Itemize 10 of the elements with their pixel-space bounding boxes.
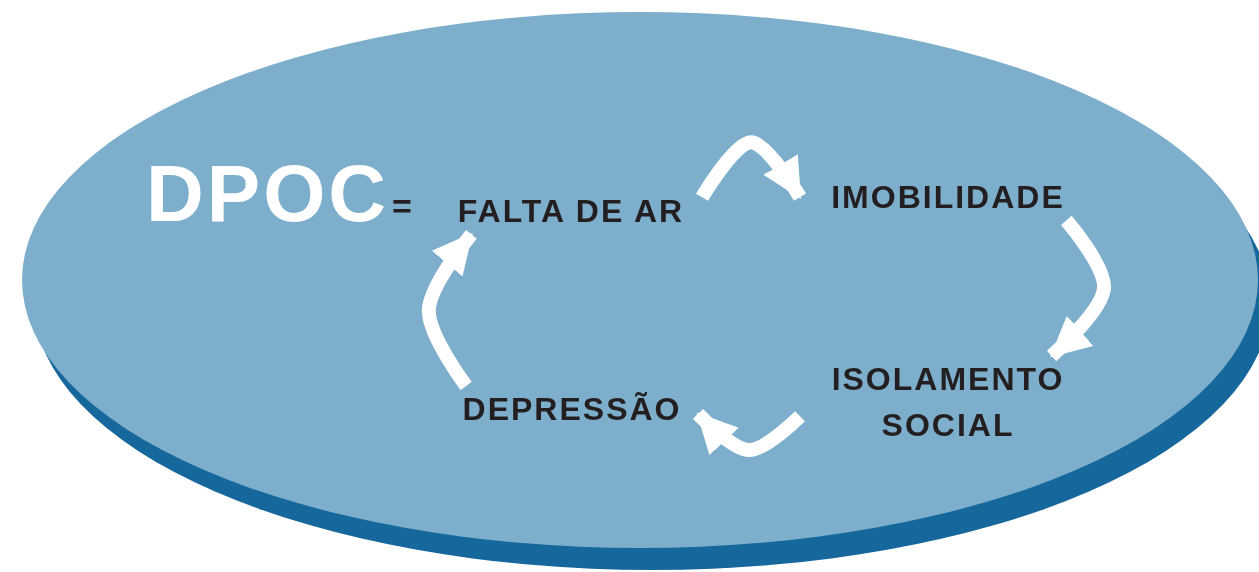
curved-arrow <box>1046 215 1111 362</box>
curved-arrow <box>421 230 477 391</box>
text-label: DEPRESSÃO <box>446 386 698 433</box>
curved-arrow <box>692 408 805 458</box>
text-label: IMOBILIDADE <box>800 174 1096 221</box>
equals-sign: = <box>392 188 412 226</box>
heading-text: DPOC <box>146 150 390 238</box>
curved-arrow <box>696 135 806 201</box>
text-label: FALTA DE AR <box>440 188 702 235</box>
text-label: ISOLAMENTO SOCIAL <box>800 356 1096 449</box>
